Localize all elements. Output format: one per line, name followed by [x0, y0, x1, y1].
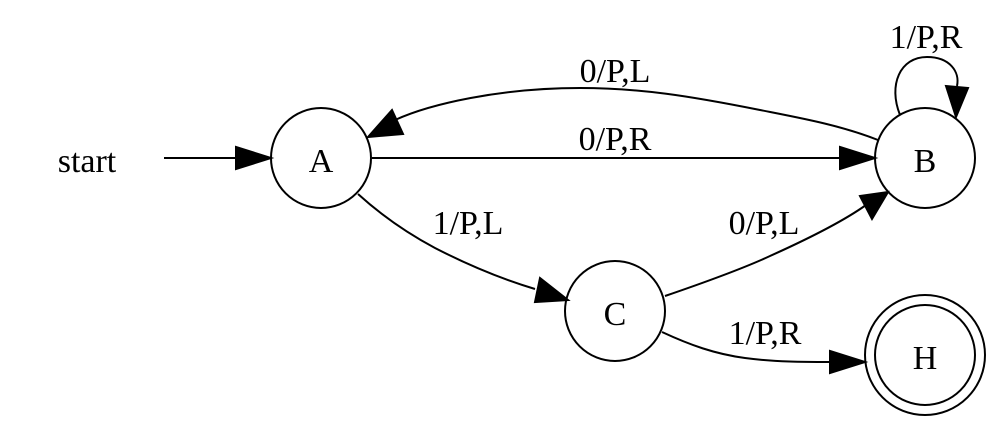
edge-c-to-h-line [661, 331, 831, 363]
state-node-b-circle [874, 107, 976, 209]
state-node-c: C [564, 260, 666, 362]
state-node-h-inner-circle [874, 304, 976, 406]
state-node-a: A [270, 107, 372, 209]
state-node-a-circle [270, 107, 372, 209]
start-marker: start [58, 143, 275, 180]
edge-b-loop-line [894, 55, 959, 116]
edge-b-to-a: 0/P,L [365, 53, 879, 141]
state-node-c-label: C [604, 296, 627, 333]
state-node-h-label: H [913, 340, 938, 377]
edge-a-to-c-line [357, 193, 536, 290]
edge-a-to-c: 1/P,L [357, 193, 571, 304]
edge-c-to-b-label: 0/P,L [729, 205, 800, 242]
edge-b-loop: 1/P,R [890, 19, 970, 120]
edge-b-loop-label: 1/P,R [890, 19, 963, 56]
edge-c-to-b-line [664, 204, 867, 297]
state-node-b-label: B [914, 143, 937, 180]
start-arrowhead [235, 145, 275, 171]
edge-c-to-h-arrowhead [829, 349, 869, 375]
edge-b-to-a-label: 0/P,L [580, 53, 651, 90]
edge-a-to-c-arrowhead [533, 276, 571, 304]
edge-a-to-b: 0/P,R [372, 121, 879, 171]
edge-c-to-b-arrowhead [858, 190, 890, 222]
state-node-h-outer-circle [864, 294, 986, 416]
edge-b-loop-arrowhead [944, 84, 970, 120]
state-node-b: B [874, 107, 976, 209]
edge-a-to-b-label: 0/P,R [579, 121, 652, 158]
state-node-a-label: A [309, 143, 334, 180]
edge-b-to-a-line [394, 86, 879, 141]
edge-c-to-h-label: 1/P,R [729, 315, 802, 352]
edge-b-to-a-arrowhead [365, 108, 405, 139]
start-label: start [58, 143, 117, 180]
edge-c-to-b: 0/P,L [664, 190, 890, 297]
edge-c-to-h: 1/P,R [661, 315, 869, 375]
state-node-c-circle [564, 260, 666, 362]
edge-a-to-c-label: 1/P,L [433, 205, 504, 242]
state-node-h: H [864, 294, 986, 416]
edge-a-to-b-arrowhead [839, 145, 879, 171]
